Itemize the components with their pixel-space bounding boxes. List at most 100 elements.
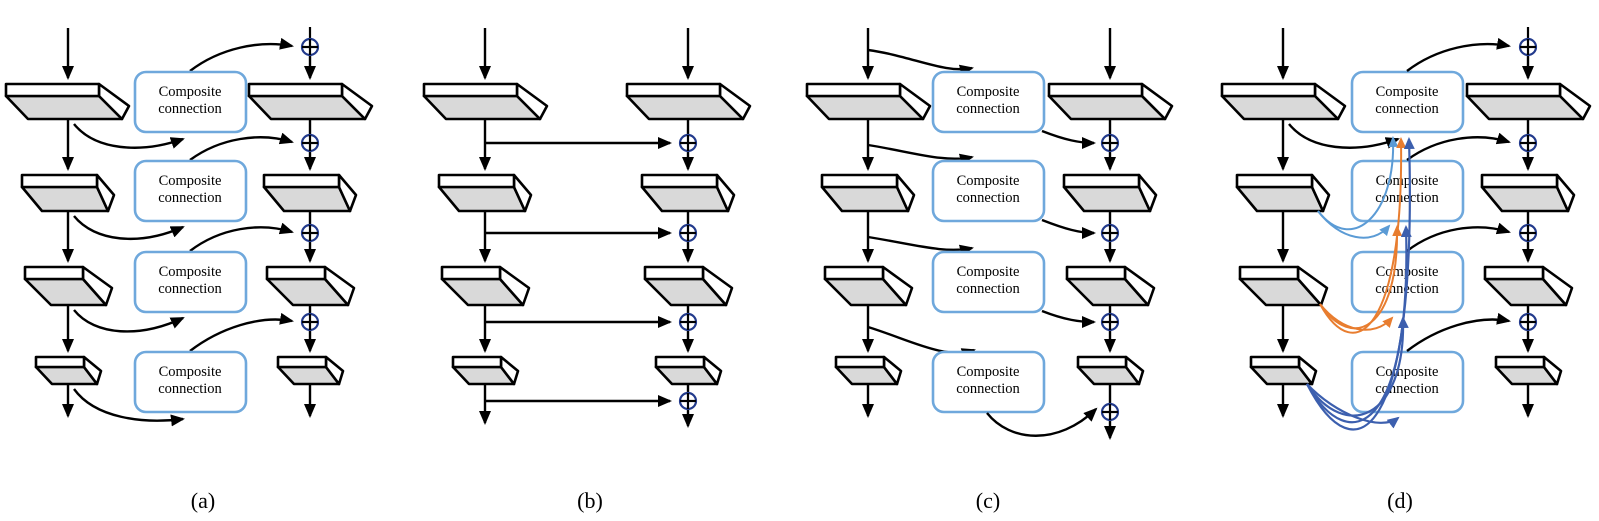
feature-block — [1065, 265, 1156, 307]
composite-output-arrow — [189, 312, 294, 352]
dense-connection-arrow-stage4 — [1306, 137, 1415, 431]
composite-input-arrow — [73, 388, 185, 427]
panel-b: (b) — [422, 28, 752, 513]
add-icon — [1518, 37, 1538, 57]
feature-block — [1494, 355, 1563, 386]
composite-connection-label-line2: connection — [158, 381, 222, 397]
panel-a: Composite connection Composite connectio… — [4, 27, 374, 513]
composite-connection-label-line2: connection — [158, 101, 222, 117]
feature-block — [440, 265, 531, 307]
add-icon — [1100, 312, 1120, 332]
add-icon — [678, 133, 698, 153]
feature-block — [820, 173, 916, 213]
feature-block — [437, 173, 533, 213]
add-icon — [300, 133, 320, 153]
composite-connection-box — [1350, 70, 1465, 134]
feature-block — [265, 265, 356, 307]
composite-input-arrow — [867, 235, 974, 257]
feature-block — [34, 355, 103, 386]
feature-block — [1483, 265, 1574, 307]
panel-label-b: (b) — [577, 488, 603, 513]
composite-connection-label-line1: Composite — [159, 84, 222, 100]
add-icon — [678, 391, 698, 411]
feature-block — [1465, 82, 1592, 121]
feature-block — [805, 82, 932, 121]
feature-block — [276, 355, 345, 386]
composite-connection-label-line2: connection — [956, 190, 1020, 206]
add-icon — [300, 37, 320, 57]
feature-block — [1238, 265, 1329, 307]
add-icon — [300, 223, 320, 243]
feature-block — [1235, 173, 1331, 213]
feature-block — [1047, 82, 1174, 121]
feature-block — [1220, 82, 1347, 121]
feature-block — [643, 265, 734, 307]
composite-connection-label-line2: connection — [956, 381, 1020, 397]
composite-output-arrow — [189, 132, 294, 161]
composite-output-arrow — [1406, 37, 1511, 72]
composite-connection-label-line1: Composite — [1376, 364, 1439, 380]
composite-connection-label-line1: Composite — [957, 84, 1020, 100]
composite-connection-box — [931, 70, 1046, 134]
feature-block — [625, 82, 752, 121]
panel-label-c: (c) — [976, 488, 1000, 513]
add-icon — [1100, 133, 1120, 153]
composite-connection-label-line2: connection — [158, 281, 222, 297]
composite-connection-label-line2: connection — [1375, 101, 1439, 117]
feature-block — [262, 173, 358, 213]
composite-connection-label-line1: Composite — [159, 264, 222, 280]
composite-connection-label-line1: Composite — [159, 364, 222, 380]
feature-block — [1062, 173, 1158, 213]
feature-block — [654, 355, 723, 386]
feature-block — [4, 82, 131, 121]
composite-connection-label-line1: Composite — [159, 173, 222, 189]
composite-connection-label-line2: connection — [956, 101, 1020, 117]
panel-d: Composite connection Composite connectio… — [1220, 27, 1592, 513]
feature-block — [823, 265, 914, 307]
composite-output-arrow — [1406, 222, 1511, 252]
add-icon — [678, 223, 698, 243]
add-icon — [300, 312, 320, 332]
composite-input-arrow — [73, 309, 185, 333]
dense-connection-arrow-stage3 — [1319, 137, 1407, 334]
dense-connection-arrow-stage4 — [1306, 316, 1409, 417]
composite-output-arrow — [1406, 132, 1511, 161]
composite-output-arrow — [189, 222, 294, 252]
add-icon — [1518, 223, 1538, 243]
add-icon — [1518, 133, 1538, 153]
panel-c: Composite connection Composite connectio… — [805, 28, 1174, 513]
composite-input-arrow — [867, 48, 974, 77]
composite-connection-label-line2: connection — [1375, 190, 1439, 206]
composite-connection-box — [133, 250, 248, 314]
feature-block — [247, 82, 374, 121]
composite-connection-box — [1350, 350, 1465, 414]
composite-output-arrow — [1041, 218, 1096, 239]
composite-connection-label-line2: connection — [956, 281, 1020, 297]
add-icon — [678, 312, 698, 332]
composite-connection-box — [931, 159, 1046, 223]
composite-connection-label-line1: Composite — [957, 264, 1020, 280]
composite-input-arrow — [867, 143, 974, 166]
composite-connection-box — [931, 350, 1046, 414]
composite-input-arrow — [73, 215, 185, 241]
panel-label-d: (d) — [1387, 488, 1413, 513]
composite-output-arrow — [1041, 309, 1096, 328]
composite-connection-box — [133, 350, 248, 414]
composite-connection-label-line1: Composite — [1376, 173, 1439, 189]
feature-block — [20, 173, 116, 213]
composite-connection-label-line2: connection — [158, 190, 222, 206]
feature-block — [640, 173, 736, 213]
dense-connection-arrow-stage4 — [1306, 383, 1400, 429]
composite-output-arrow — [1041, 129, 1096, 149]
composite-connection-label-line1: Composite — [957, 364, 1020, 380]
composite-connection-box — [133, 70, 248, 134]
composite-input-arrow — [1288, 123, 1400, 149]
composite-input-arrow — [867, 325, 976, 360]
panel-label-a: (a) — [191, 488, 215, 513]
feature-block — [451, 355, 520, 386]
feature-block — [834, 355, 903, 386]
feature-block — [1249, 355, 1318, 386]
composite-input-arrow — [73, 123, 185, 149]
add-icon — [1100, 402, 1120, 422]
